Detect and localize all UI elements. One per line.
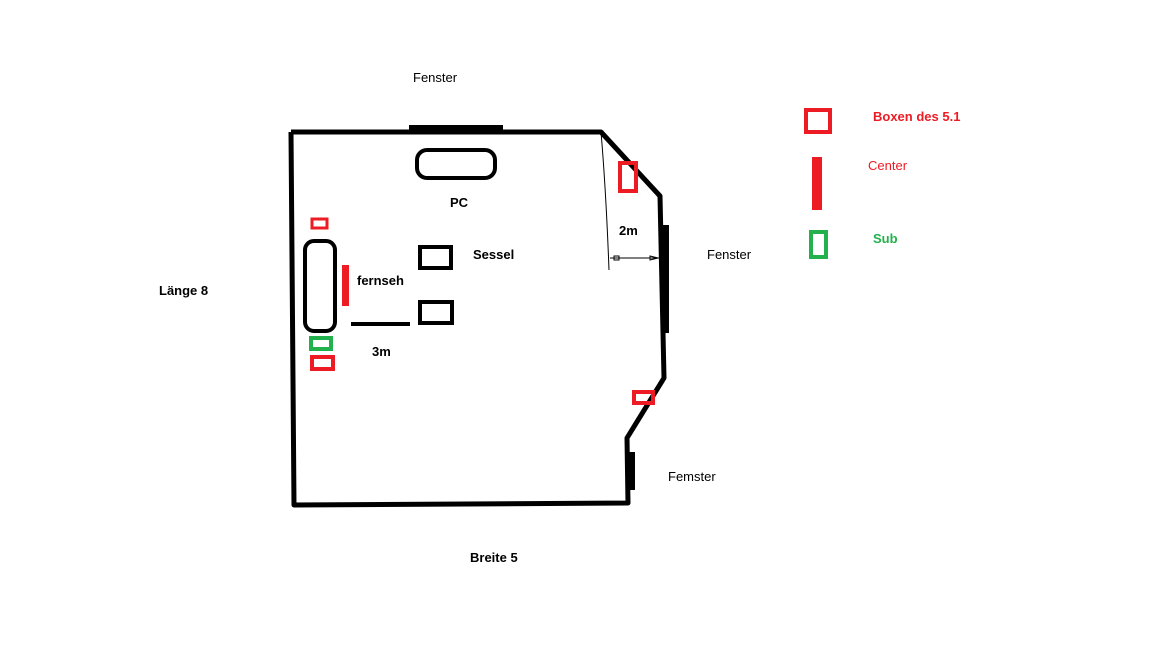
center-speaker-tv bbox=[342, 265, 349, 306]
chair-2 bbox=[418, 300, 454, 325]
speaker-rear-top bbox=[618, 161, 638, 193]
window-right bbox=[661, 225, 669, 333]
label-length: Länge 8 bbox=[159, 283, 209, 298]
speaker-front-right bbox=[310, 355, 335, 371]
arrow-head bbox=[649, 255, 659, 261]
label-window-top: Fenster bbox=[413, 70, 458, 85]
subwoofer bbox=[309, 336, 333, 351]
room-walls bbox=[288, 129, 667, 508]
speaker-rear-bottom bbox=[632, 390, 655, 405]
arrow-tail bbox=[613, 255, 620, 261]
sofa bbox=[303, 239, 337, 333]
pc-desk bbox=[415, 148, 497, 180]
measure-curve bbox=[600, 131, 610, 271]
window-top bbox=[409, 125, 503, 133]
label-pc: PC bbox=[450, 195, 469, 210]
legend-speaker-icon bbox=[804, 108, 832, 134]
speaker-front-left bbox=[310, 217, 329, 230]
label-tv: fernseh bbox=[357, 273, 404, 288]
legend-center-icon bbox=[812, 157, 822, 210]
label-chair: Sessel bbox=[473, 247, 515, 262]
legend-sub-icon bbox=[809, 230, 828, 259]
label-3m: 3m bbox=[372, 344, 391, 359]
legend-sub: Sub bbox=[873, 231, 898, 246]
label-window-right: Fenster bbox=[707, 247, 752, 262]
chair-1 bbox=[418, 245, 453, 270]
legend-center: Center bbox=[868, 158, 908, 173]
legend-speakers: Boxen des 5.1 bbox=[873, 109, 961, 124]
window-bottom bbox=[626, 452, 635, 490]
label-width: Breite 5 bbox=[470, 550, 518, 565]
label-window-bottom: Femster bbox=[668, 469, 716, 484]
label-2m: 2m bbox=[619, 223, 638, 238]
